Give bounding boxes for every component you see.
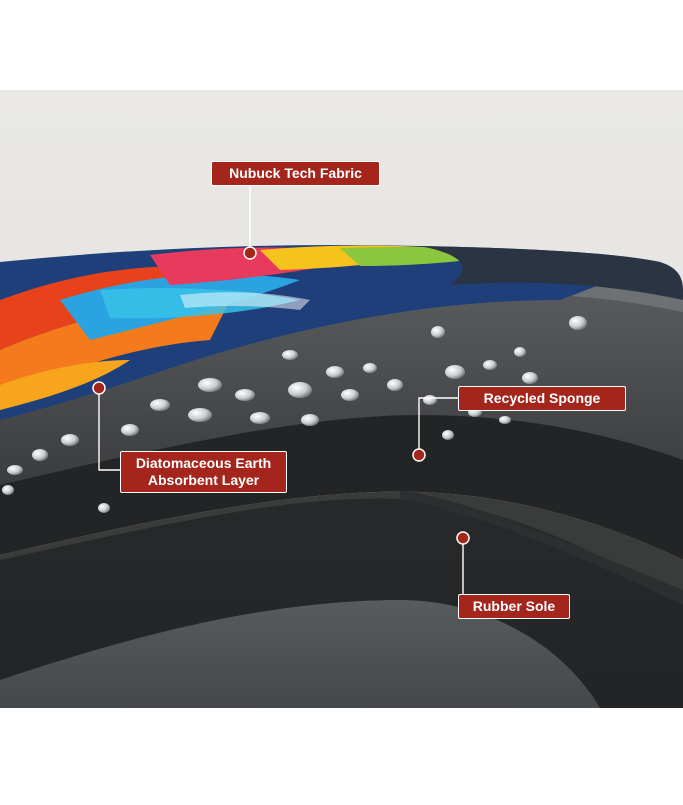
water-droplets bbox=[2, 316, 587, 513]
fabric-surface-dark bbox=[420, 246, 683, 300]
nubuck-marker-dot bbox=[243, 246, 257, 260]
recycled-sponge-label: Recycled Sponge bbox=[483, 390, 601, 406]
callout-leader-lines bbox=[98, 186, 464, 605]
sponge-leader-line bbox=[418, 397, 458, 455]
earth-lower-band bbox=[0, 491, 683, 708]
earth-leader-line bbox=[98, 388, 120, 471]
rubber-marker-dot bbox=[456, 531, 470, 545]
diatomaceous-earth-callout: Diatomaceous Earth Absorbent Layer bbox=[120, 451, 287, 493]
earth-marker-dot bbox=[92, 381, 106, 395]
callout-markers bbox=[92, 246, 470, 545]
rubber-sole-callout: Rubber Sole bbox=[458, 594, 570, 619]
sponge-marker-dot bbox=[412, 448, 426, 462]
recycled-sponge-callout: Recycled Sponge bbox=[458, 386, 626, 411]
diatomaceous-earth-label-line2: Absorbent Layer bbox=[147, 472, 260, 488]
nubuck-fabric-callout: Nubuck Tech Fabric bbox=[211, 161, 380, 186]
recycled-sponge-layer bbox=[0, 280, 683, 485]
rubber-sole-label: Rubber Sole bbox=[472, 598, 556, 614]
nubuck-fabric-label: Nubuck Tech Fabric bbox=[229, 165, 362, 181]
diatomaceous-earth-label-line1: Diatomaceous Earth bbox=[135, 455, 272, 471]
